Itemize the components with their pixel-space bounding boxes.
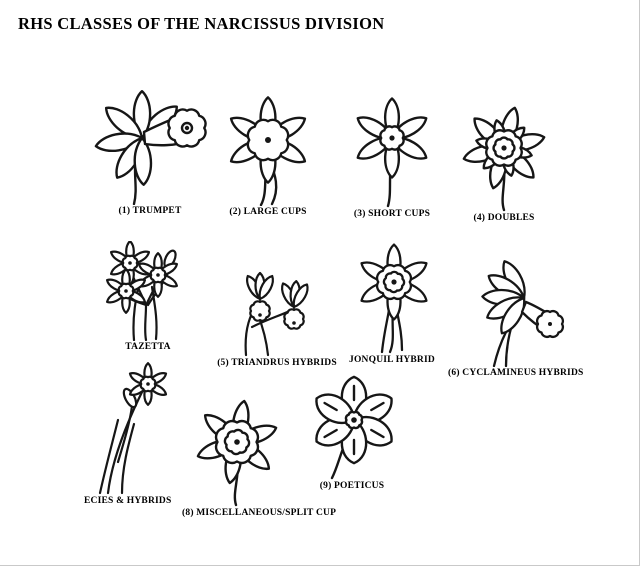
figure-label: (4) DOUBLES [473, 213, 535, 223]
figure-label: (2) LARGE CUPS [229, 207, 307, 217]
figure-label: (8) MISCELLANEOUS/SPLIT CUP [182, 508, 337, 518]
poeticus-daffodil-illustration [300, 374, 404, 480]
figure-label: (6) CYCLAMINEUS HYBRIDS [448, 368, 584, 378]
short-cup-daffodil-illustration [342, 92, 442, 208]
figure-doubles: (4) DOUBLES [450, 98, 558, 223]
figure-tazetta: TAZETTA [96, 241, 200, 352]
figure-jonquil-hybrid: JONQUIL HYBRID [346, 242, 438, 365]
tazetta-cluster-illustration [96, 241, 200, 341]
figure-short-cups: (3) SHORT CUPS [342, 92, 442, 219]
triandrus-drooping-flowers-illustration [243, 272, 312, 357]
figure-label: (9) POETICUS [319, 481, 385, 491]
page-title: RHS CLASSES OF THE NARCISSUS DIVISION [18, 14, 385, 33]
figure-trumpet: (1) TRUMPET [88, 84, 212, 216]
figure-large-cups: (2) LARGE CUPS [212, 94, 324, 217]
figure-miscellaneous-split-cup: (8) MISCELLANEOUS/SPLIT CUP [182, 394, 337, 518]
figure-label: ECIES & HYBRIDS [84, 496, 172, 506]
split-cup-daffodil-illustration [182, 394, 292, 507]
figure-label: (3) SHORT CUPS [353, 209, 431, 219]
trumpet-daffodil-illustration [93, 90, 207, 205]
figure-label: TAZETTA [125, 342, 171, 352]
figure-poeticus: (9) POETICUS [300, 374, 404, 491]
figure-cyclamineus-hybrids: (6) CYCLAMINEUS HYBRIDS [448, 254, 584, 378]
double-daffodil-illustration [450, 98, 558, 212]
figure-triandrus-hybrids: (5) TRIANDRUS HYBRIDS [216, 257, 338, 368]
figure-label: JONQUIL HYBRID [349, 355, 435, 365]
large-cup-daffodil-illustration [212, 94, 324, 206]
cyclamineus-reflexed-flower-illustration [481, 256, 564, 367]
figure-label: (1) TRUMPET [118, 206, 182, 216]
species-narcissus-illustration [98, 362, 202, 495]
figure-label: (5) TRIANDRUS HYBRIDS [217, 358, 337, 368]
jonquil-daffodil-illustration [346, 242, 438, 354]
figure-species-hybrids: ECIES & HYBRIDS [84, 362, 202, 506]
